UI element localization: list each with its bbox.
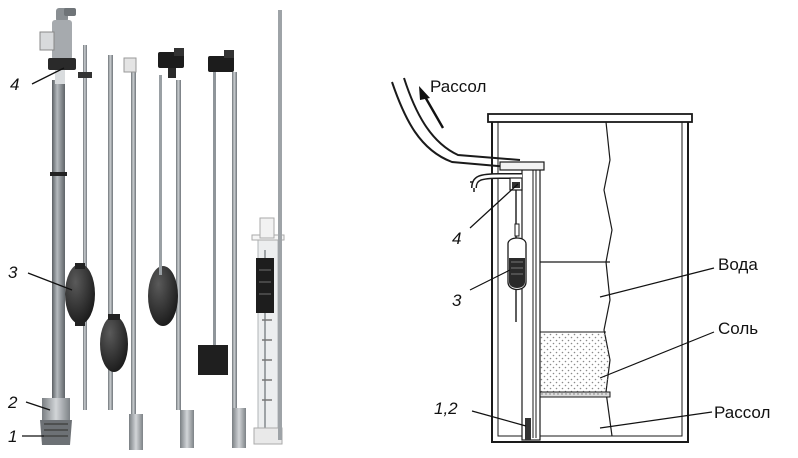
leader-4	[31, 67, 65, 85]
brine-well	[521, 167, 541, 441]
leader-water	[599, 267, 715, 298]
float-b	[100, 316, 128, 372]
flow-arrow	[422, 94, 445, 129]
leader-2	[25, 401, 51, 411]
assembly-3	[100, 55, 128, 410]
callout-1: 1	[8, 427, 17, 446]
tank-wall	[491, 118, 689, 443]
strainer-5	[180, 410, 194, 448]
assembly-4	[123, 57, 143, 450]
assembly-main	[39, 8, 76, 445]
tube-clip	[50, 172, 67, 176]
flow-label: Рассол	[430, 77, 486, 96]
strainer-1	[40, 420, 72, 445]
strainer-2	[42, 398, 70, 420]
callout-3: 3	[8, 263, 18, 282]
valve-nut	[48, 58, 76, 70]
label-brine: Рассол	[714, 403, 770, 422]
leader-s4	[469, 183, 519, 229]
callout-s12: 1,2	[434, 399, 458, 418]
grid-plate	[539, 391, 611, 398]
leader-s12	[471, 410, 527, 427]
leader-brine	[599, 411, 713, 429]
float-rod-5	[176, 80, 181, 410]
brine-hose-outer	[391, 81, 521, 169]
block-float	[198, 345, 228, 375]
label-salt: Соль	[718, 319, 758, 338]
callout-4: 4	[10, 75, 19, 94]
brine-tank-schematic: Рассол 4	[391, 77, 770, 443]
label-water: Вода	[718, 255, 758, 274]
strainer-6	[232, 408, 246, 448]
callout-s3: 3	[452, 291, 462, 310]
well-cap	[499, 161, 545, 171]
tank-rim	[487, 113, 693, 123]
valve-body	[52, 20, 72, 60]
valve-bracket	[39, 31, 55, 51]
assembly-7	[251, 10, 285, 445]
salt-layer	[540, 332, 610, 392]
float-5	[148, 266, 178, 326]
strainer-schematic	[525, 418, 531, 440]
valve-head-6	[208, 56, 234, 72]
float-rod-4	[131, 60, 136, 414]
assembly-2	[65, 45, 95, 410]
assembly-5	[148, 48, 194, 448]
tall-rod	[278, 10, 282, 440]
strainer-4	[129, 414, 143, 450]
assembly-6	[198, 50, 246, 448]
callout-2: 2	[7, 393, 18, 412]
small-fitting	[123, 57, 137, 73]
slotted-float	[256, 258, 274, 313]
leader-s3	[469, 269, 511, 291]
float-rod-3	[108, 55, 113, 410]
leader-salt	[599, 331, 715, 379]
main-brine-tube	[52, 80, 65, 400]
float-rod-6	[232, 72, 237, 410]
float-3	[65, 264, 95, 324]
callout-s4: 4	[452, 229, 461, 248]
float-rod-2	[83, 45, 87, 410]
brine-hose-inner	[403, 77, 521, 161]
leader-3	[27, 272, 73, 291]
brine-valve-photo: 4 3 2 1	[7, 8, 285, 450]
